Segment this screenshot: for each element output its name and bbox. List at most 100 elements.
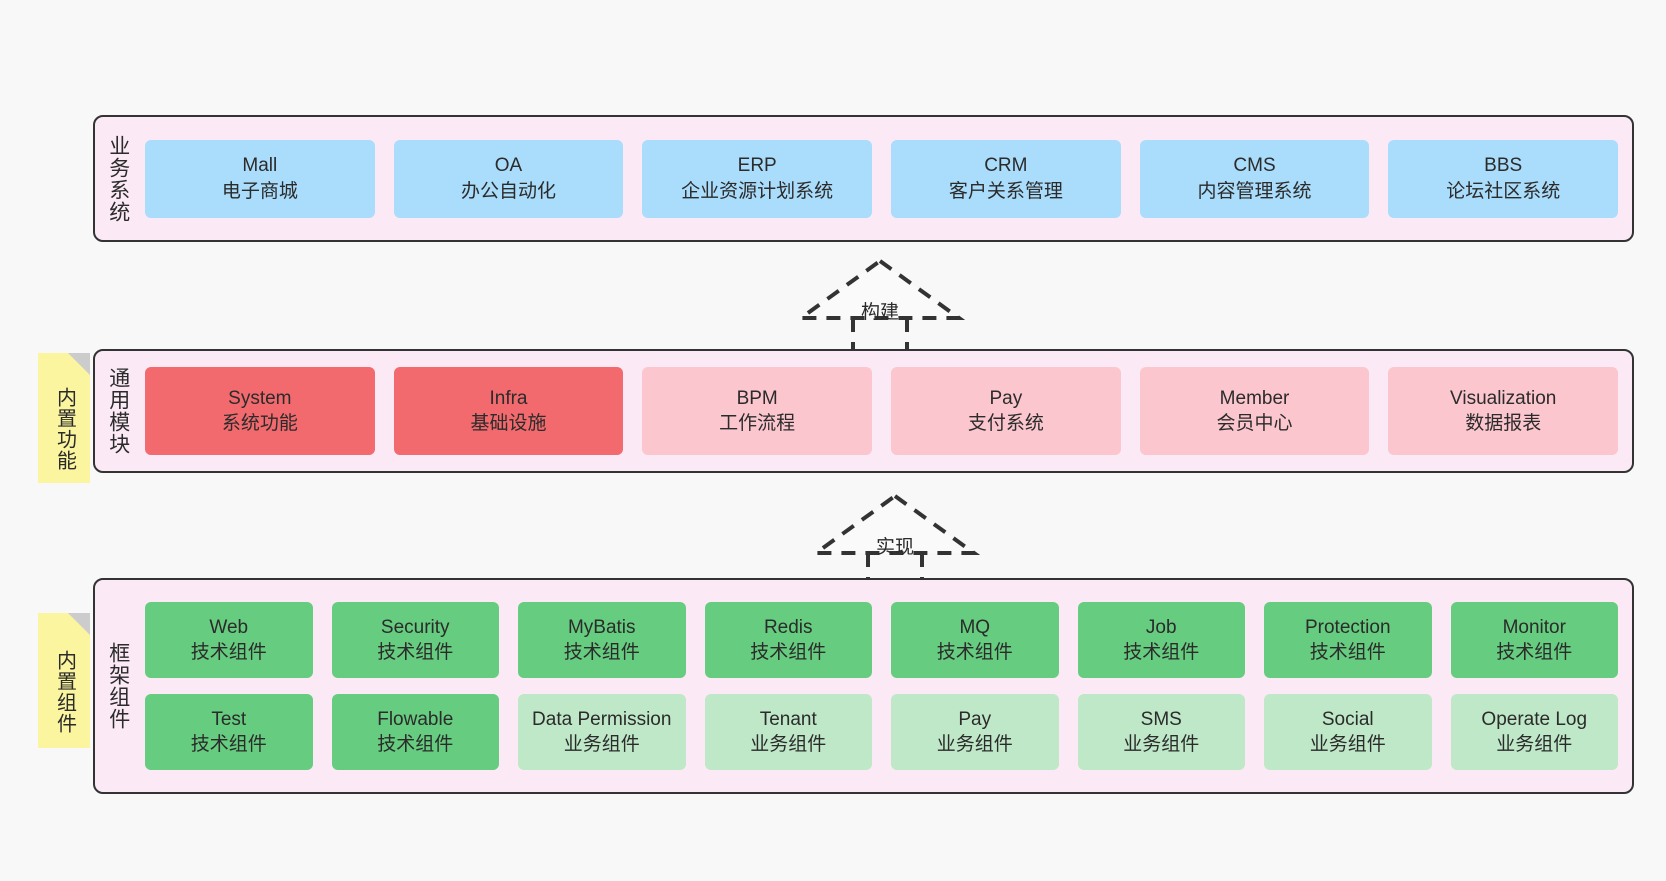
card-social-name: Social	[1321, 708, 1374, 730]
card-oa-desc: 办公自动化	[461, 180, 557, 202]
card-job[interactable]: Job 技术组件	[1077, 602, 1245, 678]
note-builtin-functions-label: 内置功能	[53, 387, 76, 471]
card-social-desc: 业务组件	[1309, 734, 1386, 755]
card-mall-name: Mall	[242, 155, 278, 177]
card-bpm-name: BPM	[736, 387, 778, 409]
card-job-name: Job	[1145, 616, 1177, 638]
card-member-name: Member	[1219, 387, 1290, 409]
card-job-desc: 技术组件	[1123, 642, 1200, 663]
card-pay-component-desc: 业务组件	[936, 734, 1013, 755]
card-tenant[interactable]: Tenant 业务组件	[704, 694, 872, 770]
card-security-name: Security	[380, 616, 450, 638]
card-bpm-desc: 工作流程	[719, 413, 796, 434]
layer-body-common-modules: System 系统功能 Infra 基础设施 BPM 工作流程 Pay 支付系统…	[141, 351, 1632, 471]
layer-title-framework-components: 框架组件	[106, 642, 130, 730]
connector-build: 构建	[794, 255, 966, 355]
card-test-name: Test	[211, 708, 247, 730]
card-infra-name: Infra	[489, 387, 528, 409]
card-cms[interactable]: CMS 内容管理系统	[1139, 139, 1370, 218]
layer-title-common-modules: 通用模块	[106, 367, 130, 455]
card-monitor-desc: 技术组件	[1496, 642, 1573, 663]
card-operate-log-desc: 业务组件	[1496, 734, 1573, 755]
layer-body-framework-components: Web 技术组件 Security 技术组件 MyBatis 技术组件 Redi…	[141, 580, 1632, 792]
card-visualization-name: Visualization	[1450, 387, 1557, 409]
card-crm[interactable]: CRM 客户关系管理	[891, 139, 1121, 218]
card-mybatis[interactable]: MyBatis 技术组件	[518, 602, 686, 678]
card-pay-module[interactable]: Pay 支付系统	[891, 367, 1121, 455]
card-protection-name: Protection	[1304, 616, 1391, 638]
card-sms-desc: 业务组件	[1123, 734, 1200, 755]
card-bpm[interactable]: BPM 工作流程	[642, 367, 873, 455]
card-web-name: Web	[209, 616, 249, 638]
common-modules-row: System 系统功能 Infra 基础设施 BPM 工作流程 Pay 支付系统…	[145, 367, 1619, 455]
card-flowable-desc: 技术组件	[377, 734, 454, 755]
card-redis[interactable]: Redis 技术组件	[704, 602, 872, 678]
card-visualization[interactable]: Visualization 数据报表	[1388, 367, 1619, 455]
connector-build-label: 构建	[860, 302, 900, 323]
card-redis-desc: 技术组件	[750, 642, 827, 663]
layer-body-business-systems: Mall 电子商城 OA 办公自动化 ERP 企业资源计划系统 CRM 客户关系…	[141, 117, 1632, 240]
connector-implement: 实现	[809, 490, 981, 590]
framework-biz-row: Test 技术组件 Flowable 技术组件 Data Permission …	[145, 694, 1618, 770]
card-member-desc: 会员中心	[1216, 413, 1293, 434]
card-oa[interactable]: OA 办公自动化	[393, 139, 624, 218]
connector-build-arrowhead	[794, 258, 966, 320]
card-system[interactable]: System 系统功能	[145, 367, 375, 455]
card-infra[interactable]: Infra 基础设施	[393, 367, 624, 455]
layer-title-business-systems: 业务系统	[106, 134, 130, 223]
card-pay-component-name: Pay	[958, 708, 992, 730]
card-redis-name: Redis	[763, 616, 813, 638]
card-erp-desc: 企业资源计划系统	[681, 180, 834, 202]
card-monitor-name: Monitor	[1502, 616, 1566, 638]
card-web-desc: 技术组件	[190, 642, 267, 663]
card-oa-name: OA	[494, 155, 523, 177]
card-crm-desc: 客户关系管理	[948, 180, 1063, 202]
card-test-desc: 技术组件	[190, 734, 267, 755]
card-mq-name: MQ	[959, 616, 991, 638]
framework-tech-row: Web 技术组件 Security 技术组件 MyBatis 技术组件 Redi…	[145, 602, 1618, 678]
connector-implement-arrowhead	[809, 493, 981, 555]
card-tenant-desc: 业务组件	[750, 734, 827, 755]
card-flowable[interactable]: Flowable 技术组件	[331, 694, 499, 770]
card-system-name: System	[228, 387, 292, 409]
card-cms-desc: 内容管理系统	[1197, 180, 1312, 202]
card-security[interactable]: Security 技术组件	[331, 602, 499, 678]
card-mall-desc: 电子商城	[221, 180, 298, 202]
card-bbs[interactable]: BBS 论坛社区系统	[1388, 139, 1619, 218]
card-pay-module-name: Pay	[989, 387, 1023, 409]
card-protection[interactable]: Protection 技术组件	[1264, 602, 1432, 678]
business-systems-row: Mall 电子商城 OA 办公自动化 ERP 企业资源计划系统 CRM 客户关系…	[145, 139, 1619, 218]
card-infra-desc: 基础设施	[470, 413, 547, 434]
card-bbs-name: BBS	[1484, 155, 1523, 177]
card-data-permission[interactable]: Data Permission 业务组件	[518, 694, 686, 770]
card-web[interactable]: Web 技术组件	[145, 602, 313, 678]
card-tenant-name: Tenant	[759, 708, 817, 730]
layer-business-systems: 业务系统 Mall 电子商城 OA 办公自动化 ERP 企业资源计划系统 CRM…	[93, 115, 1634, 242]
card-mq[interactable]: MQ 技术组件	[891, 602, 1059, 678]
card-pay-module-desc: 支付系统	[967, 413, 1044, 434]
card-mall[interactable]: Mall 电子商城	[145, 139, 375, 218]
layer-framework-components: 框架组件 Web 技术组件 Security 技术组件 MyBatis 技术组件…	[93, 578, 1634, 794]
card-system-desc: 系统功能	[221, 413, 298, 434]
card-bbs-desc: 论坛社区系统	[1446, 180, 1561, 202]
card-cms-name: CMS	[1233, 155, 1276, 177]
card-operate-log[interactable]: Operate Log 业务组件	[1450, 694, 1618, 770]
note-builtin-components-label: 内置组件	[53, 649, 76, 734]
card-monitor[interactable]: Monitor 技术组件	[1450, 602, 1618, 678]
card-mq-desc: 技术组件	[936, 642, 1013, 663]
card-mybatis-desc: 技术组件	[563, 642, 640, 663]
card-erp[interactable]: ERP 企业资源计划系统	[642, 139, 873, 218]
card-crm-name: CRM	[984, 155, 1028, 177]
note-builtin-components: 内置组件	[38, 613, 90, 748]
card-erp-name: ERP	[737, 155, 777, 177]
card-protection-desc: 技术组件	[1309, 642, 1386, 663]
card-member[interactable]: Member 会员中心	[1139, 367, 1370, 455]
card-mybatis-name: MyBatis	[567, 616, 636, 638]
card-social[interactable]: Social 业务组件	[1264, 694, 1432, 770]
card-pay-component[interactable]: Pay 业务组件	[891, 694, 1059, 770]
card-security-desc: 技术组件	[377, 642, 454, 663]
card-test[interactable]: Test 技术组件	[145, 694, 313, 770]
card-sms[interactable]: SMS 业务组件	[1077, 694, 1245, 770]
card-visualization-desc: 数据报表	[1465, 413, 1542, 434]
card-flowable-name: Flowable	[377, 708, 454, 730]
